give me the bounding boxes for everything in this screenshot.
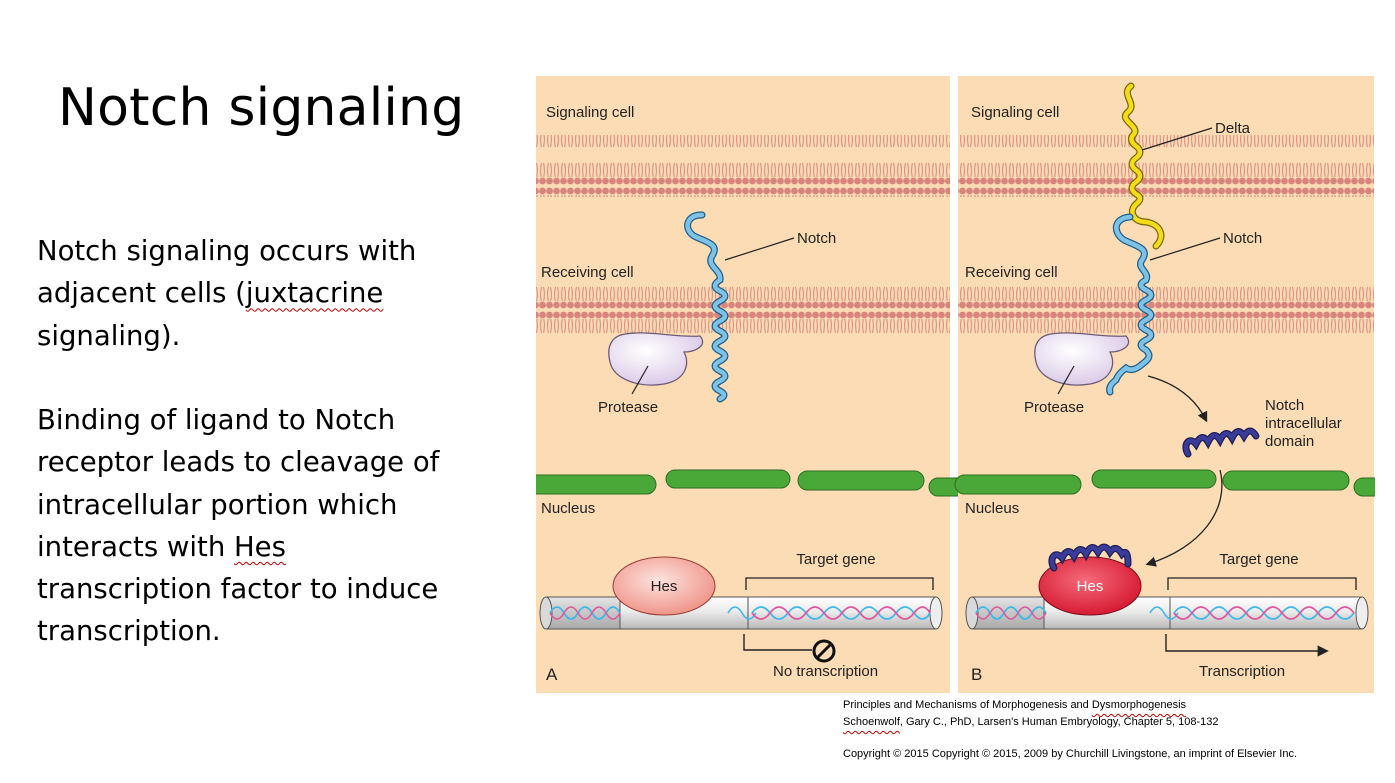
hes-label: Hes [1077, 578, 1104, 595]
hes-label: Hes [651, 578, 678, 595]
signaling-cell-membrane [536, 135, 950, 197]
text-line: interacts with Hes [37, 526, 487, 568]
no-symbol-icon [812, 639, 836, 663]
text-line: transcription. [37, 615, 221, 648]
text-line: adjacent cells (juxtacrine [37, 272, 487, 314]
text-line: signaling). [37, 319, 181, 352]
signaling-cell-label: Signaling cell [971, 104, 1059, 121]
transcription-label: Transcription [1199, 663, 1285, 680]
copyright-line: Copyright © 2015 Copyright © 2015, 2009 … [843, 748, 1298, 760]
protease-label: Protease [1024, 399, 1084, 416]
receiving-cell-label: Receiving cell [965, 264, 1058, 281]
nicd-label-line3: domain [1265, 433, 1314, 450]
dna-strand [965, 596, 1369, 630]
spellcheck-word: Dysmorphogenesis [1091, 699, 1187, 711]
target-gene-label: Target gene [1219, 551, 1298, 568]
panel-b: Signaling cell Receiving cell Delta Notc… [954, 76, 1375, 693]
spellcheck-word: juxtacrine [245, 277, 384, 310]
notch-receptor [1106, 213, 1155, 396]
protease-label: Protease [598, 399, 658, 416]
nucleus-label: Nucleus [541, 500, 595, 517]
transcription-start-line [743, 634, 812, 651]
nicd-label-line1: Notch [1265, 397, 1304, 414]
text-fragment: , Gary C., PhD, Larsen's Human Embryolog… [899, 716, 1219, 728]
spellcheck-word: Schoenwolf [843, 716, 900, 728]
spellcheck-word: Hes [234, 530, 286, 563]
cleavage-arrow [1147, 375, 1208, 423]
notch-leader-line [1149, 237, 1221, 261]
nuclear-envelope [954, 469, 1375, 497]
protease-shape [608, 332, 704, 386]
dna-strand [539, 596, 943, 630]
hes-protein [612, 556, 716, 616]
hes-protein [1038, 556, 1142, 616]
citation-line-1: Principles and Mechanisms of Morphogenes… [843, 699, 1186, 711]
signaling-cell-membrane [958, 135, 1374, 197]
paragraph-binding: Binding of ligand to Notch receptor lead… [37, 399, 487, 653]
delta-leader-line [1141, 127, 1213, 151]
no-transcription-label: No transcription [773, 663, 878, 680]
notch-label: Notch [1223, 230, 1262, 247]
text-line: Binding of ligand to Notch [37, 404, 396, 436]
protease-leader-line [631, 365, 649, 395]
nucleus-label: Nucleus [965, 500, 1019, 517]
receiving-cell-membrane [958, 283, 1374, 345]
transcription-arrow [1165, 634, 1329, 657]
text-line: transcription factor to induce [37, 573, 439, 606]
text-fragment: interacts with [37, 530, 234, 563]
text-fragment: adjacent cells ( [37, 277, 246, 310]
panel-b-letter: B [971, 665, 982, 684]
receiving-cell-membrane [536, 283, 950, 345]
target-gene-label: Target gene [796, 551, 875, 568]
nicd-label-line2: intracellular [1265, 415, 1342, 432]
text-fragment: Principles and Mechanisms of Morphogenes… [843, 699, 1092, 711]
receiving-cell-label: Receiving cell [541, 264, 634, 281]
delta-ligand [1122, 82, 1165, 250]
bound-nicd [1048, 543, 1132, 572]
citation-line-2: Schoenwolf, Gary C., PhD, Larsen's Human… [843, 716, 1218, 728]
protease-leader-line [1057, 365, 1075, 395]
target-gene-bracket [1167, 577, 1357, 590]
notch-leader-line [724, 237, 795, 261]
paragraph-juxtacrine: Notch signaling occurs with adjacent cel… [37, 230, 487, 357]
notch-receptor [684, 211, 729, 403]
notch-signaling-figure: Signaling cell Receiving cell Notch Prot… [536, 76, 1375, 693]
signaling-cell-label: Signaling cell [546, 104, 634, 121]
nicd-to-hes-arrow [1145, 469, 1223, 567]
text-line: receptor leads to cleavage of [37, 446, 440, 479]
panel-a-letter: A [546, 665, 558, 684]
panel-a: Signaling cell Receiving cell Notch Prot… [536, 76, 970, 693]
notch-label: Notch [797, 230, 836, 247]
delta-label: Delta [1215, 120, 1251, 137]
protease-shape [1034, 332, 1130, 386]
target-gene-bracket [745, 577, 934, 590]
notch-intracellular-domain [1182, 427, 1260, 458]
nuclear-envelope [536, 469, 970, 497]
slide-title: Notch signaling [58, 78, 465, 138]
text-line: intracellular portion which [37, 488, 398, 521]
text-line: Notch signaling occurs with [37, 235, 417, 267]
